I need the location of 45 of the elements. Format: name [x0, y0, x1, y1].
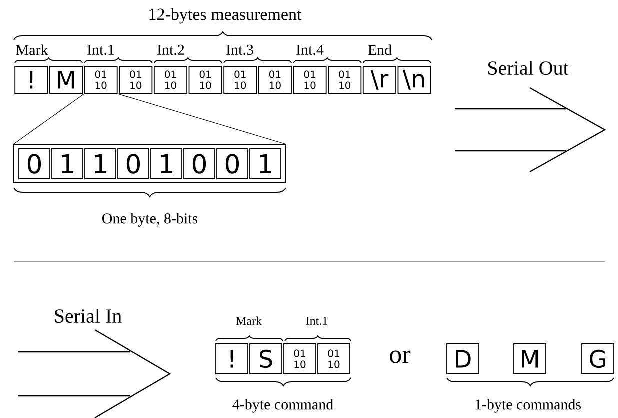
brace-label: 4-byte command	[232, 399, 334, 413]
leader-line	[118, 94, 287, 145]
byte-box: 01 10	[258, 66, 292, 94]
byte-box: D	[446, 344, 480, 374]
byte-box: G	[582, 344, 614, 374]
group-label: Int.2	[158, 44, 184, 56]
group-label: Mark	[16, 44, 48, 56]
group-label: Int.1	[306, 316, 328, 326]
serial-label: Serial In	[55, 308, 122, 324]
bit-box: 1	[150, 148, 182, 180]
byte-box: 01 10	[119, 66, 153, 94]
byte-box: 01 10	[84, 66, 118, 94]
group-label: Int.3	[226, 44, 254, 56]
group-label: End	[368, 44, 392, 56]
serial-label: Serial Out	[488, 60, 569, 76]
bit-box: 0	[216, 148, 248, 180]
leader-line	[13, 94, 85, 145]
byte-box: !	[14, 66, 48, 94]
conjunction-label: or	[390, 350, 411, 364]
bit-box: 1	[84, 148, 116, 180]
byte-box: !	[216, 344, 248, 374]
byte-box: 01 10	[188, 66, 222, 94]
group-label: Int.1	[88, 44, 114, 56]
byte-box: S	[250, 344, 282, 374]
byte-box: \r	[362, 66, 396, 94]
bit-box: 0	[18, 148, 50, 180]
byte-box: 01 10	[224, 66, 258, 94]
byte-box: 01 10	[318, 344, 350, 374]
bit-box: 1	[52, 148, 84, 180]
byte-box: 01 10	[293, 66, 327, 94]
bit-box: 0	[118, 148, 150, 180]
bit-box: 0	[184, 148, 216, 180]
byte-box: M	[49, 66, 83, 94]
byte-box: 01 10	[154, 66, 188, 94]
byte-box: 01 10	[284, 344, 316, 374]
bit-box: 1	[250, 148, 282, 180]
byte-box: 01 10	[328, 66, 362, 94]
group-label: Mark	[236, 316, 262, 326]
byte-frame	[14, 144, 286, 184]
byte-box: M	[514, 344, 546, 374]
brace-label: One byte, 8-bits	[102, 213, 198, 227]
byte-box: \n	[398, 66, 432, 94]
title: 12-bytes measurement	[150, 8, 302, 24]
group-label: Int.4	[296, 44, 324, 56]
brace-label: 1-byte commands	[476, 399, 581, 413]
